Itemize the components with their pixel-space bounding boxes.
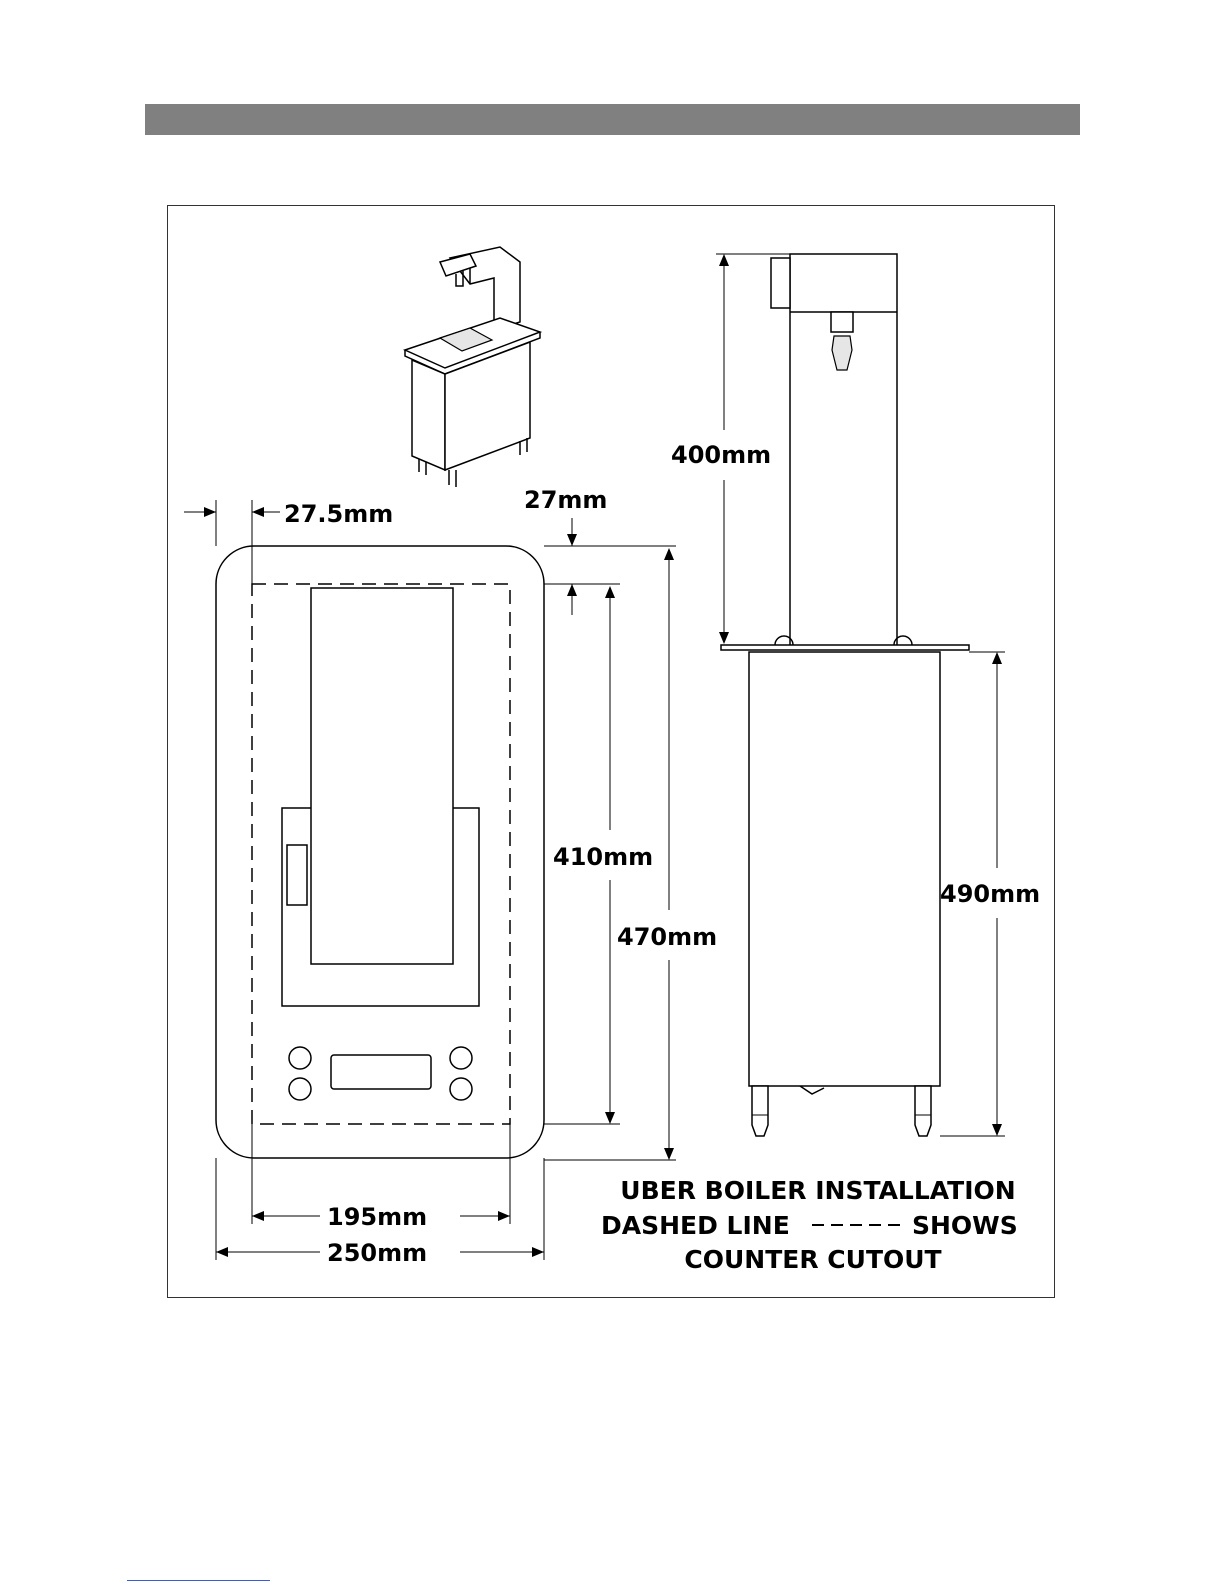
dim-label-27mm: 27mm [524,486,607,514]
dim-label-470mm: 470mm [617,923,717,951]
dim-label-490mm: 490mm [940,880,1040,908]
side-view [721,254,969,1136]
dim-label-400mm: 400mm [671,441,771,469]
caption-line-2-prefix: DASHED LINE [601,1211,790,1240]
dim-label-27-5mm: 27.5mm [284,500,393,528]
dim-label-410mm: 410mm [553,843,653,871]
caption-line-3: COUNTER CUTOUT [684,1245,941,1274]
isometric-view [405,247,540,487]
footer-rule [127,1580,270,1581]
caption: UBER BOILER INSTALLATION DASHED LINE SHO… [601,1176,1018,1274]
dim-label-250mm: 250mm [327,1239,427,1267]
dim-label-195mm: 195mm [327,1203,427,1231]
caption-line-2-suffix: SHOWS [912,1211,1018,1240]
plan-view [216,546,544,1158]
caption-line-1: UBER BOILER INSTALLATION [620,1176,1015,1205]
